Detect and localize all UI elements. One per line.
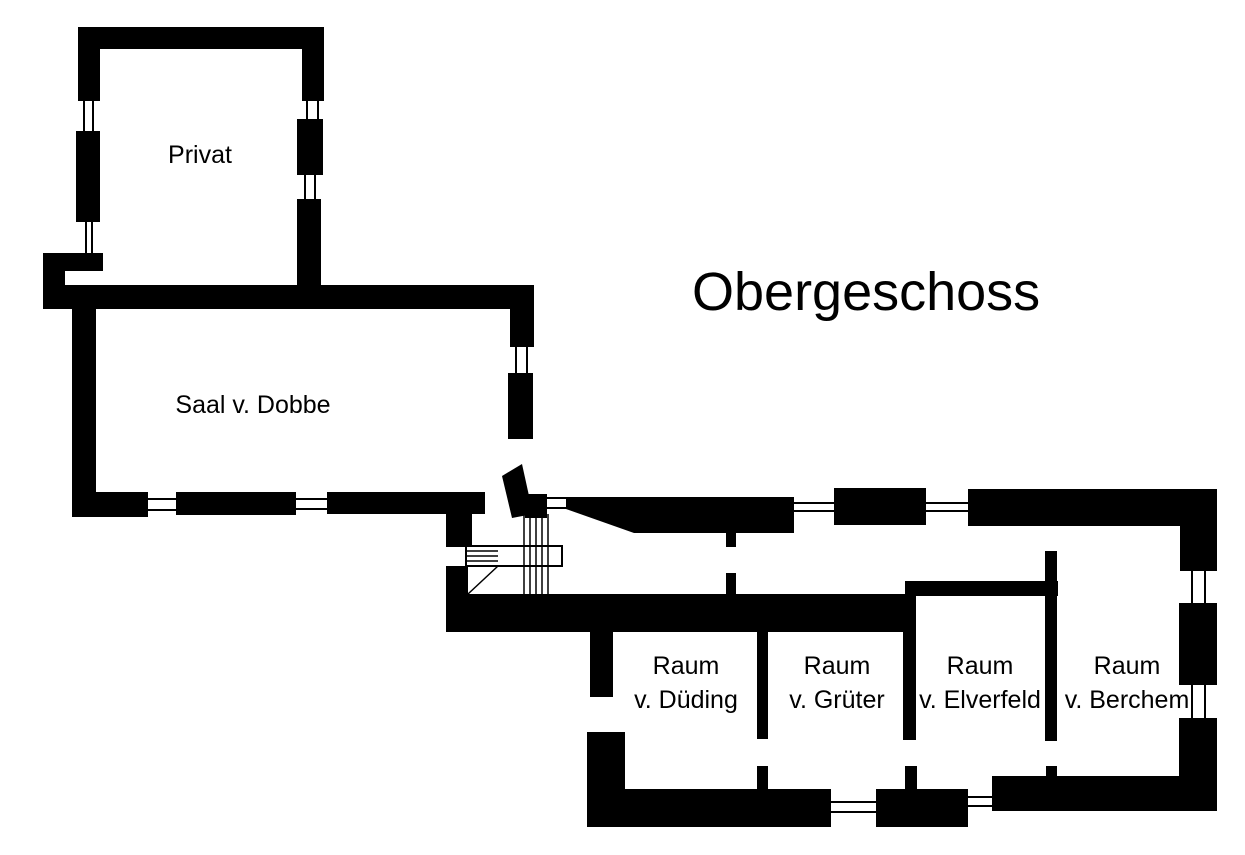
staircase bbox=[465, 514, 563, 595]
room-label-berchem-line2: v. Berchem bbox=[1065, 686, 1190, 714]
privat-windows bbox=[83, 101, 319, 253]
privat-walls bbox=[43, 27, 324, 307]
floor-title: Obergeschoss bbox=[692, 262, 1040, 322]
east-wing-windows bbox=[547, 497, 1206, 813]
east-wing-walls bbox=[446, 488, 1217, 827]
saal-walls bbox=[43, 285, 534, 547]
room-label-privat: Privat bbox=[168, 141, 232, 169]
room-label-grueter-line2: v. Grüter bbox=[789, 686, 884, 714]
room-label-elverfeld-line1: Raum bbox=[947, 652, 1014, 680]
room-label-saal: Saal v. Dobbe bbox=[175, 391, 330, 419]
room-label-dueding-line2: v. Düding bbox=[634, 686, 738, 714]
room-label-elverfeld-line2: v. Elverfeld bbox=[919, 686, 1041, 714]
saal-windows bbox=[148, 347, 528, 511]
room-label-berchem-line1: Raum bbox=[1094, 652, 1161, 680]
room-label-grueter-line1: Raum bbox=[804, 652, 871, 680]
room-label-dueding-line1: Raum bbox=[653, 652, 720, 680]
